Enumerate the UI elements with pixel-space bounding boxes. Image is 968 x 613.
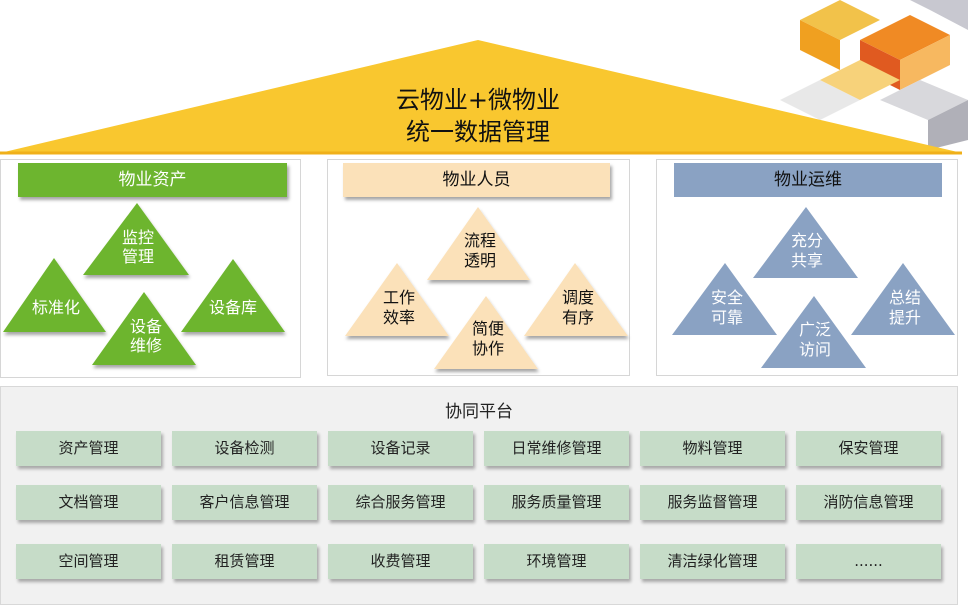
triangle-equipment-library [181,259,285,332]
label-easy-collaboration: 简便协作 [472,319,504,358]
platform-module-button[interactable]: 保安管理 [796,431,941,466]
platform-module-button[interactable]: 租赁管理 [172,544,317,579]
triangle-equipment-maintenance [92,292,196,365]
triangle-wide-access [761,296,866,368]
triangle-work-efficiency [345,263,449,336]
label-equipment-library: 设备库 [209,298,257,317]
platform-module-button[interactable]: ...... [796,544,941,579]
label-equipment-maintenance: 设备维修 [130,317,162,355]
platform-module-button[interactable]: 空间管理 [16,544,161,579]
triangle-easy-collaboration [434,296,538,369]
panel-title-operations: 物业运维 [674,163,942,197]
roof-banner: 云物业+微物业 统一数据管理 [0,40,962,155]
collaboration-platform: 协同平台 资产管理设备检测设备记录日常维修管理物料管理保安管理文档管理客户信息管… [0,386,958,605]
platform-module-button[interactable]: 日常维修管理 [484,431,629,466]
platform-module-button[interactable]: 服务监督管理 [640,485,785,520]
triangle-summary-improve [851,263,955,335]
decorative-cubes-graphic [780,0,968,150]
platform-module-button[interactable]: 客户信息管理 [172,485,317,520]
platform-title: 协同平台 [445,402,513,422]
platform-module-button[interactable]: 服务质量管理 [484,485,629,520]
roof-triangle [0,40,962,153]
platform-module-button[interactable]: 资产管理 [16,431,161,466]
label-monitoring: 监控管理 [122,228,154,266]
platform-module-button[interactable]: 综合服务管理 [328,485,473,520]
label-wide-access: 广泛访问 [799,320,831,359]
triangle-standardization [3,258,106,332]
platform-module-button[interactable]: 设备检测 [172,431,317,466]
label-orderly-dispatch: 调度有序 [562,288,594,327]
roof-title-line1: 云物业+微物业 [396,86,560,114]
label-summary-improve: 总结提升 [889,288,921,327]
platform-module-button[interactable]: 消防信息管理 [796,485,941,520]
label-safe-reliable: 安全可靠 [711,288,743,327]
triangle-orderly-dispatch [524,263,628,336]
label-full-sharing: 充分共享 [791,231,823,270]
platform-module-button[interactable]: 清洁绿化管理 [640,544,785,579]
panel-title-staff: 物业人员 [343,163,610,197]
triangles-layer: 监控管理 标准化 设备维修 设备库 流程透明 工作效率 简便协作 调度有序 充分… [3,203,955,369]
roof-title-line2: 统一数据管理 [406,118,550,146]
panel-title-assets: 物业资产 [18,163,287,197]
platform-module-button[interactable]: 收费管理 [328,544,473,579]
label-standardization: 标准化 [32,298,80,317]
platform-module-button[interactable]: 文档管理 [16,485,161,520]
triangle-process-transparency [427,207,530,280]
label-process-transparency: 流程透明 [464,231,496,270]
label-work-efficiency: 工作效率 [383,288,415,327]
triangle-safe-reliable [672,263,777,335]
triangle-monitoring [83,203,189,275]
platform-module-button[interactable]: 环境管理 [484,544,629,579]
platform-module-button[interactable]: 设备记录 [328,431,473,466]
platform-module-button[interactable]: 物料管理 [640,431,785,466]
triangle-full-sharing [753,207,858,278]
